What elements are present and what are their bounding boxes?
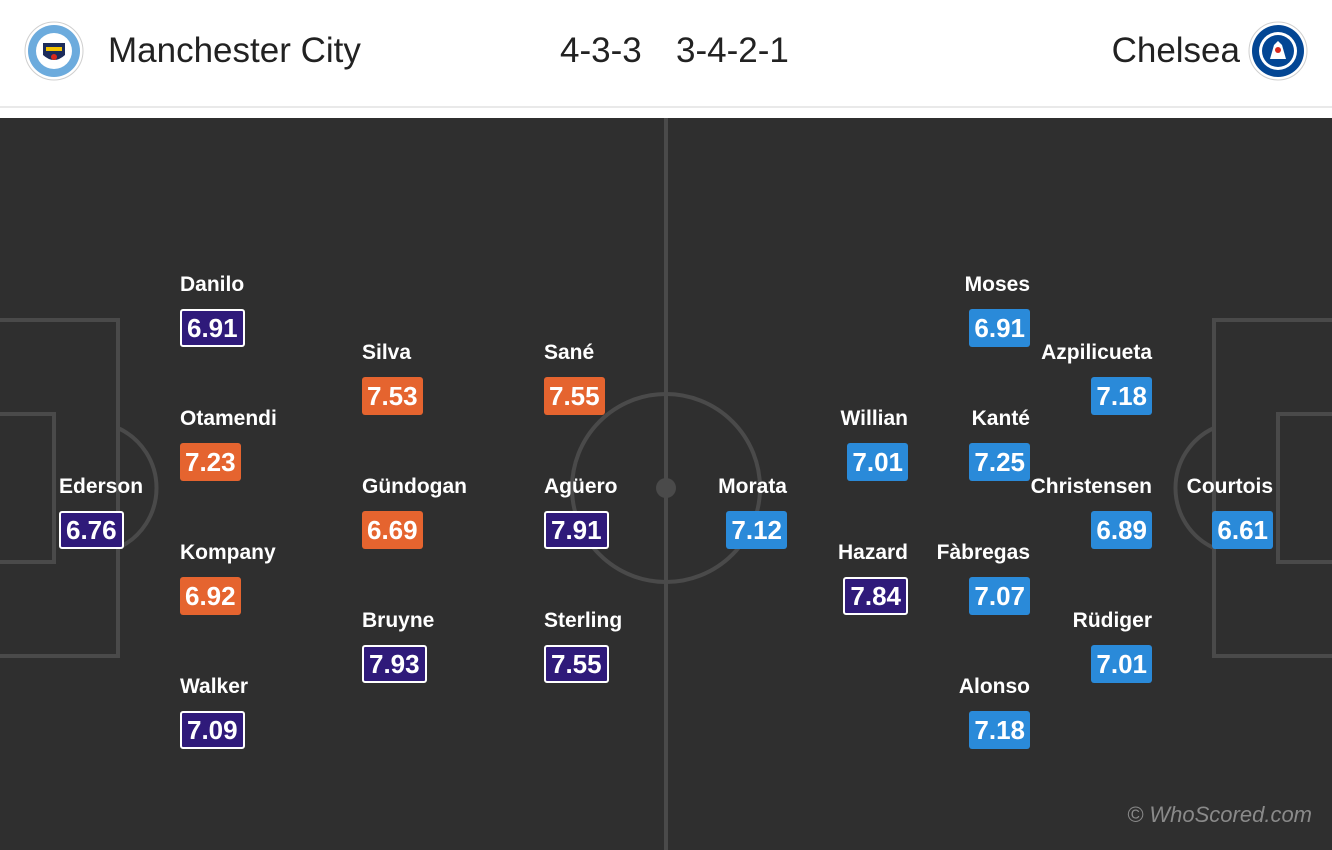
player-name: Willian <box>840 407 908 430</box>
player-rating: 7.93 <box>362 645 427 683</box>
manchester-city-crest-icon <box>24 21 84 81</box>
home-formation: 4-3-3 <box>560 31 642 70</box>
player-rating: 7.84 <box>843 577 908 615</box>
player-name: Danilo <box>180 273 245 296</box>
player-name: Moses <box>964 273 1030 296</box>
pitch: Danilo 6.91 Otamendi 7.23 Ederson 6.76 K… <box>0 118 1332 850</box>
player-name: Alonso <box>958 675 1030 698</box>
player-rating: 7.55 <box>544 377 605 415</box>
player-name: Sané <box>544 341 595 364</box>
player-rating: 6.61 <box>1212 511 1273 549</box>
player-rating: 7.09 <box>180 711 245 749</box>
player-rating: 6.91 <box>180 309 245 347</box>
pitch-markings <box>0 118 1332 850</box>
player-rating: 7.12 <box>726 511 787 549</box>
away-formation: 3-4-2-1 <box>676 31 789 70</box>
player-name: Morata <box>718 475 787 498</box>
player-rating: 7.01 <box>847 443 908 481</box>
player-name: Bruyne <box>362 609 435 632</box>
player-rating: 7.07 <box>969 577 1030 615</box>
whoscored-watermark: © WhoScored.com <box>1127 802 1312 827</box>
player-name: Gündogan <box>362 475 467 498</box>
player-rating: 6.69 <box>362 511 423 549</box>
player-name: Silva <box>362 341 412 364</box>
player-name: Sterling <box>544 609 623 632</box>
player-name: Courtois <box>1186 475 1273 498</box>
chelsea-crest-icon <box>1248 21 1308 81</box>
away-team-name[interactable]: Chelsea <box>1111 31 1240 70</box>
player-rating: 6.91 <box>969 309 1030 347</box>
player-name: Christensen <box>1030 475 1152 498</box>
player-name: Rüdiger <box>1072 609 1152 632</box>
player-name: Kanté <box>971 407 1030 430</box>
player-name: Hazard <box>837 541 908 564</box>
home-team-name[interactable]: Manchester City <box>108 31 361 70</box>
player-name: Ederson <box>59 475 144 498</box>
player-rating: 7.23 <box>180 443 241 481</box>
player-rating: 6.92 <box>180 577 241 615</box>
player-name: Walker <box>180 675 249 698</box>
player-rating: 7.25 <box>969 443 1030 481</box>
player-rating: 6.89 <box>1091 511 1152 549</box>
player-rating: 7.18 <box>969 711 1030 749</box>
player-name: Azpilicueta <box>1041 341 1152 364</box>
player-name: Fàbregas <box>936 541 1030 564</box>
player-rating: 7.01 <box>1091 645 1152 683</box>
player-rating: 6.76 <box>59 511 124 549</box>
player-rating: 7.55 <box>544 645 609 683</box>
player-name: Kompany <box>180 541 276 564</box>
player-name: Otamendi <box>180 407 277 430</box>
match-header: Manchester City 4-3-3 3-4-2-1 Chelsea <box>0 0 1332 108</box>
player-rating: 7.18 <box>1091 377 1152 415</box>
player-rating: 7.53 <box>362 377 423 415</box>
player-name: Agüero <box>544 475 618 498</box>
player-rating: 7.91 <box>544 511 609 549</box>
